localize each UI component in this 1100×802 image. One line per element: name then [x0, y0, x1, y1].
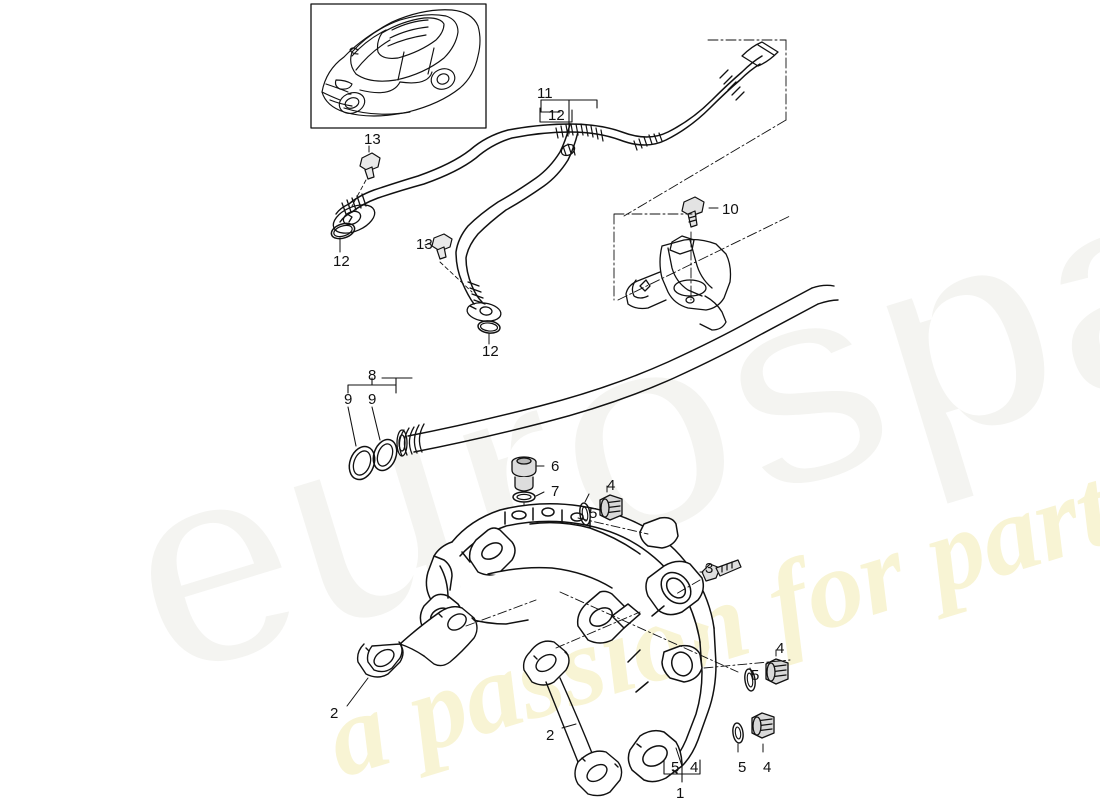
- pipe-8-bottom-wall: [413, 303, 819, 453]
- construction-frame-d: [623, 119, 787, 217]
- sealing-ring-7-inner: [516, 493, 532, 501]
- gasket-2-left: [356, 605, 478, 678]
- leader-5-upper: [584, 493, 590, 503]
- sealing-ring-5-upper: [579, 502, 591, 526]
- callout-4d: 4: [690, 759, 699, 776]
- leader-2-left: [346, 677, 369, 707]
- callout-9b: 9: [368, 391, 377, 408]
- pipe-bracket-assembly: [625, 235, 732, 331]
- hose-11-upper-inner: [351, 63, 761, 213]
- construction-frame-b: [617, 39, 791, 301]
- callout-2b: 2: [546, 727, 555, 744]
- leader-5-right: [749, 667, 754, 679]
- callout-11: 11: [537, 85, 553, 102]
- banjo-bolt-13-left: [359, 152, 381, 180]
- callout-5c: 5: [738, 759, 747, 776]
- centerline-3: [675, 579, 701, 595]
- sealing-ring-5-upper-inner: [581, 506, 589, 522]
- callout-5b: 5: [751, 667, 760, 684]
- banjo-eye-mid: [466, 281, 502, 322]
- sealing-ring-5-lower: [732, 722, 744, 744]
- callout-12c: 12: [482, 343, 499, 360]
- o-ring-12-mid: [477, 320, 501, 334]
- callout-9a: 9: [344, 391, 353, 408]
- sealing-ring-5-right-inner: [746, 672, 754, 688]
- dashed-13-mid: [439, 261, 473, 293]
- o-ring-9-outer-inner: [352, 450, 372, 476]
- vent-screw-6: [511, 456, 537, 492]
- callout-3: 3: [705, 560, 714, 577]
- leader-7: [535, 491, 545, 497]
- centerline-4-right: [703, 659, 791, 669]
- screw-plug-4-lower: [751, 712, 775, 739]
- bracket-8-top: [381, 377, 413, 386]
- o-ring-12-mid-inner: [479, 322, 499, 332]
- o-ring-9-outer: [348, 445, 376, 481]
- hose-coupler-right: [633, 132, 663, 151]
- screw-plug-4-upper: [599, 494, 623, 521]
- callout-10: 10: [722, 201, 739, 218]
- leader-9-inner: [371, 406, 381, 441]
- callout-2a: 2: [330, 705, 339, 722]
- bolt-10: [681, 196, 705, 228]
- pipe-8-right-tip-a: [811, 284, 835, 289]
- hose-end-fitting-topright: [719, 41, 779, 101]
- gasket-2-lower: [522, 640, 623, 797]
- callout-8: 8: [368, 367, 377, 384]
- callout-1: 1: [676, 785, 685, 802]
- o-ring-9-inner: [372, 438, 398, 472]
- centerline-4-upper: [577, 517, 649, 535]
- pipe-8-end-corrugation: [396, 423, 425, 457]
- centerline-2-left: [465, 599, 537, 627]
- callout-12a: 12: [548, 107, 565, 124]
- callout-5d: 5: [671, 759, 680, 776]
- hose-left-tail-a: [335, 203, 350, 215]
- callout-4b: 4: [776, 640, 785, 657]
- o-ring-12-left-inner: [333, 224, 353, 238]
- callout-6: 6: [551, 458, 560, 475]
- callout-7: 7: [551, 483, 560, 500]
- dashed-13-left: [351, 179, 367, 207]
- centerline-2-lower: [555, 611, 641, 649]
- o-ring-9-inner-inner: [376, 443, 394, 467]
- leader-2-lower: [561, 723, 577, 729]
- callout-13a: 13: [364, 131, 381, 148]
- callout-5a: 5: [589, 505, 598, 522]
- hose-coupler-junction: [555, 123, 604, 157]
- banjo-bolt-13-mid: [431, 233, 453, 260]
- hose-12-branch-inner: [465, 131, 579, 303]
- pipe-8-top-wall: [407, 287, 813, 437]
- sealing-ring-5-lower-inner: [734, 726, 742, 740]
- pipe-8-right-tip-b: [817, 299, 839, 305]
- callout-4a: 4: [607, 477, 616, 494]
- bolt-3: [701, 559, 742, 582]
- bracket-12-top: [539, 107, 573, 123]
- callout-12b: 12: [333, 253, 350, 270]
- hose-12-branch-outer: [455, 123, 571, 305]
- leader-1-to-housing: [675, 747, 683, 767]
- centerline-housing-right: [559, 591, 739, 673]
- leader-13-mid: [424, 242, 432, 246]
- screw-plug-4-right: [765, 658, 789, 685]
- callout-13b: 13: [416, 236, 433, 253]
- sealing-ring-7: [512, 491, 536, 503]
- leader-9-outer: [347, 406, 357, 447]
- o-ring-12-left: [330, 222, 356, 240]
- sealing-ring-5-right: [744, 668, 756, 692]
- vehicle-illustration: [321, 9, 481, 117]
- callout-4c: 4: [763, 759, 772, 776]
